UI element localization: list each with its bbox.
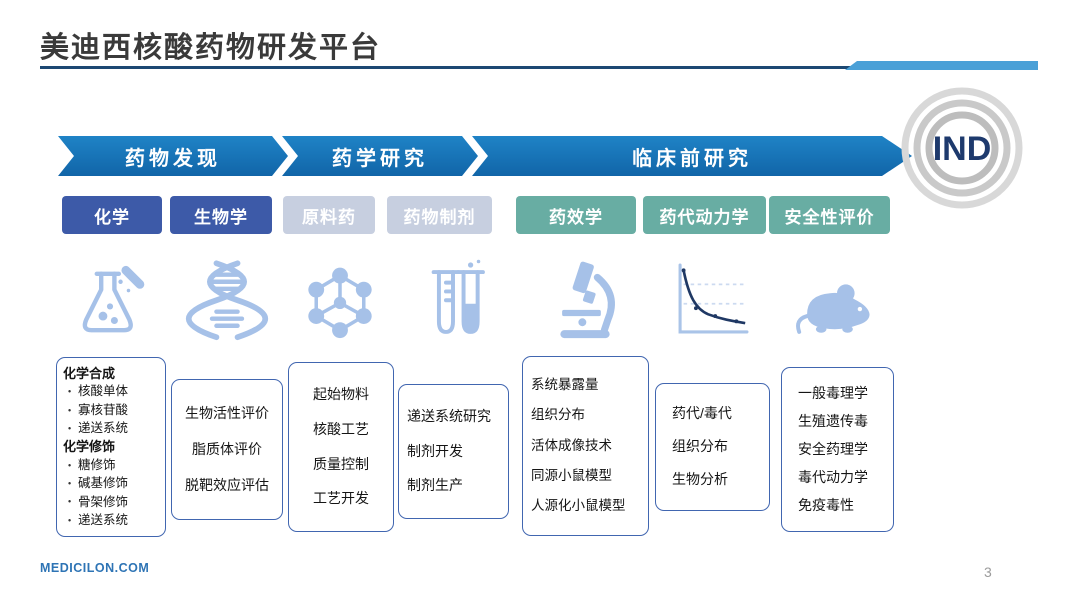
box-line: 活体成像技术 [531, 437, 612, 453]
box-line: 制剂生产 [407, 477, 463, 494]
box-line: 脂质体评价 [192, 440, 262, 457]
box-line: 碱基修饰 [63, 476, 159, 492]
box-line: 化学合成 [63, 365, 116, 381]
box-line: 化学修饰 [63, 439, 116, 455]
box-line: 毒代动力学 [798, 468, 868, 485]
process-stage-label: 药学研究 [332, 147, 428, 170]
molecule-icon [294, 256, 386, 348]
pill-api: 原料药 [283, 196, 375, 234]
pill-formulation: 药物制剂 [387, 196, 492, 234]
test-tubes-icon [407, 256, 499, 348]
box-line: 递送系统研究 [407, 408, 491, 425]
process-stage-pharmaceutical-research: 药学研究 [282, 136, 478, 176]
box-line: 递送系统 [63, 513, 159, 529]
pill-label: 原料药 [302, 207, 356, 227]
pill-label: 药代动力学 [659, 207, 750, 227]
title-underline-accent [845, 61, 1038, 70]
page-title: 美迪西核酸药物研发平台 [40, 32, 382, 64]
footer-website: MEDICILON.COM [40, 561, 150, 575]
pill-safety-evaluation: 安全性评价 [769, 196, 890, 234]
mouse-icon [791, 256, 883, 348]
box-line: 同源小鼠模型 [531, 468, 612, 483]
pill-label: 药物制剂 [403, 207, 476, 227]
box-line: 制剂开发 [407, 442, 463, 459]
box-line: 核酸工艺 [313, 420, 369, 437]
box-line: 工艺开发 [313, 490, 369, 507]
detail-box-formulation: 递送系统研究 制剂开发 制剂生产 [398, 384, 509, 519]
detail-box-pharmacodynamics: 系统暴露量 组织分布 活体成像技术 同源小鼠模型 人源化小鼠模型 [522, 356, 649, 536]
box-line: 核酸单体 [63, 384, 159, 400]
box-line: 系统暴露量 [531, 376, 599, 392]
box-line: 质量控制 [313, 455, 369, 472]
box-line: 生殖遗传毒 [798, 412, 868, 429]
box-line: 生物分析 [672, 471, 728, 488]
box-line: 组织分布 [672, 438, 728, 455]
box-line: 组织分布 [531, 407, 585, 423]
pill-pharmacodynamics: 药效学 [516, 196, 636, 234]
process-stage-preclinical-research: 临床前研究 [472, 136, 912, 176]
detail-box-biology: 生物活性评价 脂质体评价 脱靶效应评估 [171, 379, 283, 520]
process-stage-label: 药物发现 [125, 147, 221, 170]
flask-icon [64, 256, 156, 348]
pill-label: 安全性评价 [784, 207, 875, 227]
page-number: 3 [984, 564, 992, 580]
target-rings-icon: IND [901, 87, 1023, 209]
box-line: 一般毒理学 [798, 384, 868, 401]
box-line: 生物活性评价 [185, 404, 269, 421]
detail-box-safety: 一般毒理学 生殖遗传毒 安全药理学 毒代动力学 免疫毒性 [781, 367, 894, 532]
box-line: 骨架修饰 [63, 495, 159, 511]
box-line: 脱靶效应评估 [185, 476, 269, 493]
ind-label: IND [933, 130, 992, 168]
pill-biology: 生物学 [170, 196, 272, 234]
pill-chemistry: 化学 [62, 196, 162, 234]
pill-label: 药效学 [549, 207, 603, 227]
box-line: 安全药理学 [798, 440, 868, 457]
pk-curve-icon [664, 256, 756, 348]
detail-box-pharmacokinetics: 药代/毒代 组织分布 生物分析 [655, 383, 770, 511]
dna-icon [181, 256, 273, 348]
microscope-icon [539, 256, 631, 348]
box-line: 免疫毒性 [798, 496, 854, 513]
ind-target-logo: IND [898, 84, 1026, 212]
box-line: 递送系统 [63, 421, 159, 437]
process-stage-label: 临床前研究 [632, 147, 752, 170]
process-stage-drug-discovery: 药物发现 [58, 136, 288, 176]
box-line: 人源化小鼠模型 [531, 498, 626, 514]
box-line: 糖修饰 [63, 458, 159, 474]
box-line: 药代/毒代 [672, 405, 732, 422]
pill-label: 化学 [94, 207, 130, 227]
box-line: 起始物料 [313, 386, 369, 403]
box-line: 寡核苷酸 [63, 403, 159, 419]
detail-box-chemistry: 化学合成 核酸单体 寡核苷酸 递送系统 化学修饰 糖修饰 碱基修饰 骨架修饰 递… [56, 357, 166, 537]
title-underline [40, 66, 1037, 69]
detail-box-api: 起始物料 核酸工艺 质量控制 工艺开发 [288, 362, 394, 532]
pill-label: 生物学 [194, 207, 248, 227]
pill-pharmacokinetics: 药代动力学 [643, 196, 766, 234]
